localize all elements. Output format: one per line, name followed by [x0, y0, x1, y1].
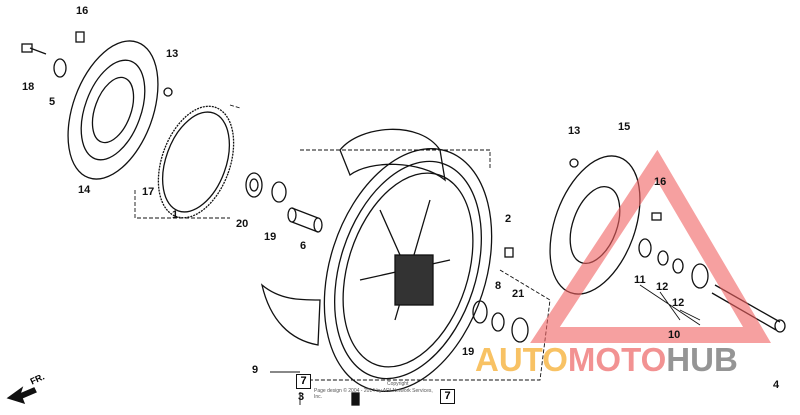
label-3: 3: [298, 391, 305, 403]
spacer-6-right-end: [313, 217, 323, 233]
label-17: 17: [142, 186, 155, 198]
axle-4-end: [774, 319, 786, 333]
tire: [339, 128, 446, 182]
label-5: 5: [49, 96, 56, 108]
label-14: 14: [78, 184, 91, 196]
washer-12: [657, 250, 669, 266]
bolt-18-shank: [29, 47, 47, 55]
spacer-6-left-end: [287, 207, 297, 223]
seal-19: [271, 181, 287, 203]
label-18: 18: [22, 81, 35, 93]
bearing-20-bore: [249, 178, 259, 192]
watermark-moto: MOTO: [567, 341, 667, 378]
label-6: 6: [300, 240, 307, 252]
nut-13: [163, 87, 173, 97]
label-2: 2: [505, 213, 512, 225]
washer-5: [53, 58, 67, 78]
valve-16-right: [651, 212, 662, 221]
label-4: 4: [773, 379, 780, 391]
collar-8: [491, 312, 505, 332]
label-12: 12: [656, 281, 669, 293]
label-19: 19: [264, 231, 277, 243]
pulser-ring-inner: [162, 111, 230, 213]
copyright-text: Page design © 2004 - 2014 by ARI Network…: [314, 388, 433, 400]
label-16: 16: [76, 5, 89, 17]
assembly-guide-lines: [134, 104, 551, 381]
part-11: [638, 238, 652, 258]
label-1: 1: [172, 209, 179, 221]
nut-2: [504, 247, 514, 258]
ref-box-7b: 7: [440, 389, 455, 404]
label-10: 10: [668, 329, 681, 341]
fr-arrow: [6, 386, 37, 405]
left-brake-disc: [67, 40, 159, 180]
bearing-20: [245, 172, 263, 198]
wheel-rim-inner: [333, 160, 483, 380]
seal-19-right: [472, 300, 488, 324]
valve-16: [75, 31, 85, 43]
copyright-title: Copyright: [387, 381, 409, 387]
ref-box-7: 7: [296, 374, 311, 389]
watermark-auto: AUTO: [475, 341, 568, 378]
left-disc-center: [91, 76, 135, 144]
label-16-right: 16: [654, 176, 667, 188]
label-13: 13: [166, 48, 179, 60]
washer-12b: [672, 258, 684, 274]
label-8: 8: [495, 280, 502, 292]
watermark-hub: HUB: [666, 341, 738, 378]
wheel-rim-well: [342, 172, 474, 368]
leader-lines: [270, 284, 701, 405]
left-disc-inner-ring: [80, 59, 146, 161]
wheel-hub: [394, 254, 434, 306]
watermark-logo: AUTOMOTOHUB: [475, 343, 738, 376]
label-21: 21: [512, 288, 525, 300]
label-19-right: 19: [462, 346, 475, 358]
spacer-6: [291, 207, 319, 233]
watermark-triangle: [530, 149, 771, 343]
fender: [260, 283, 321, 346]
nut-13-right: [569, 158, 579, 168]
bolt-18: [21, 43, 33, 53]
label-9: 9: [252, 364, 259, 376]
label-11: 11: [634, 274, 646, 286]
valve-cap: [351, 392, 360, 406]
label-15: 15: [618, 121, 631, 133]
part-10: [691, 263, 709, 289]
label-20: 20: [236, 218, 249, 230]
wheel-rim: [323, 148, 493, 392]
label-12b: 12: [672, 297, 685, 309]
label-13-right: 13: [568, 125, 581, 137]
watermark-triangle-outline: [530, 149, 771, 343]
bearing-21: [511, 317, 529, 343]
